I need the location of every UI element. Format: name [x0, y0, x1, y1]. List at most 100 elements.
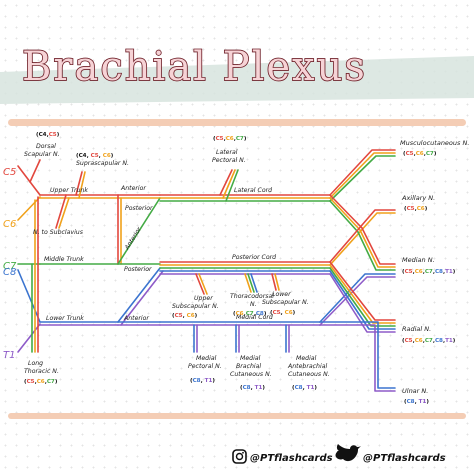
- median-spinal-4: T1: [445, 269, 453, 275]
- lateral-pectoral-name-1: Pectoral N.: [212, 156, 246, 164]
- suprascapular-label: (C4, C5, C6) Suprascapular N.: [76, 153, 129, 167]
- branch-labels: (C4,C5) Dorsal Scapular N. (C4, C5, C6) …: [24, 132, 330, 391]
- posterior-cord-label: Posterior Cord: [232, 253, 276, 261]
- lower-trunk-label: Lower Trunk: [46, 315, 84, 322]
- musculocutaneous-spinal-0: C5: [406, 151, 414, 157]
- medial-antebrachial-cutaneous-label: Medial Antebrachial Cutaneous N. (C8, T1…: [287, 355, 330, 391]
- ulnar-spinal-1: T1: [419, 399, 427, 405]
- root-label-c7: C7: [3, 261, 17, 272]
- lower-posterior-division: [117, 267, 164, 326]
- bottom-divider: [8, 413, 466, 419]
- upper-subscapular-spinal-0: C5: [175, 313, 183, 319]
- radial-spinal-2: C7: [425, 338, 433, 344]
- lower-subscapular-spinal-0: C5: [273, 310, 281, 316]
- medial-brachial-cutaneous-name-2: Cutaneous N.: [230, 370, 272, 378]
- lower-subscapular-branch: [271, 273, 280, 291]
- subclavius-branch: [55, 194, 70, 229]
- svg-text:(C5, C6): (C5, C6): [270, 310, 296, 316]
- long-thoracic-name-0: Long: [28, 360, 43, 367]
- musculocutaneous-spinal-2: C7: [426, 151, 434, 157]
- instagram-handle[interactable]: @PTflashcards: [250, 453, 333, 464]
- median-spinal-0: C5: [405, 269, 413, 275]
- medial-pectoral-name-0: Medial: [196, 355, 217, 362]
- radial-spinal-1: C6: [415, 338, 423, 344]
- long-thoracic-spinal-2: C7: [47, 379, 55, 385]
- suprascapular-branch: [75, 171, 86, 199]
- medial-cord-line: [159, 321, 321, 326]
- long-thoracic-label: Long Thoracic N. (C5,C6,C7): [24, 360, 59, 385]
- upper-posterior-division: [117, 194, 122, 265]
- root-label-t1: T1: [3, 350, 15, 361]
- musculocutaneous-spinal-1: C6: [416, 151, 424, 157]
- svg-text:(C4, C5, C6): (C4, C5, C6): [76, 153, 114, 159]
- medial-antebrachial-cutaneous-spinal-0: C8: [295, 385, 303, 391]
- root-c6-line: [17, 196, 41, 221]
- long-thoracic-spinal-1: C6: [37, 379, 45, 385]
- lateral-pectoral-label: (C5,C6,C7) Lateral Pectoral N.: [212, 136, 247, 164]
- medial-brachial-cutaneous-label: Medial Brachial Cutaneous N. (C8, T1): [230, 355, 272, 391]
- medial-brachial-cutaneous-spinal-1: T1: [255, 385, 263, 391]
- twitter-handle[interactable]: @PTflashcards: [363, 453, 446, 464]
- radial-spinal-0: C5: [405, 338, 413, 344]
- medial-pectoral-label: Medial Pectoral N. (C8, T1): [188, 355, 222, 384]
- svg-text:(C8, T1): (C8, T1): [292, 385, 317, 391]
- svg-text:(C4,C5): (C4,C5): [36, 132, 60, 138]
- thoracodorsal-label: Thoracodorsal N. (C6,C7,C8): [230, 293, 274, 317]
- posterior-middle-label: Posterior: [124, 265, 152, 273]
- medial-antebrachial-cutaneous-name-2: Cutaneous N.: [288, 370, 330, 378]
- dorsal-scapular-branch: [29, 159, 41, 183]
- lateral-pectoral-branch: [219, 169, 239, 202]
- medial-pectoral-spinal-1: T1: [205, 378, 213, 384]
- median-nerve-line: [319, 227, 396, 326]
- thoracodorsal-branch: [244, 273, 258, 293]
- dorsal-scapular-label: (C4,C5) Dorsal Scapular N.: [24, 132, 60, 158]
- twitter-bird-icon[interactable]: [335, 444, 361, 462]
- instagram-icon[interactable]: [232, 449, 247, 464]
- root-label-c5: C5: [3, 167, 16, 178]
- upper-subscapular-name-0: Upper: [194, 295, 213, 302]
- median-spinal-1: C6: [415, 269, 423, 275]
- footer: @PTflashcards @PTflashcards: [232, 444, 446, 464]
- segment-labels: Upper Trunk Middle Trunk Lower Trunk Ant…: [44, 184, 276, 322]
- ulnar-nerve-line: [319, 321, 396, 392]
- medial-antebrachial-cutaneous-name-1: Antebrachial: [287, 362, 327, 370]
- anterior-middle-label: Anterior: [122, 225, 143, 252]
- top-divider: [8, 119, 466, 126]
- lower-anterior-division: [117, 321, 161, 326]
- svg-text:(C5,C6,C7): (C5,C6,C7): [403, 151, 437, 157]
- suprascapular-spinal-1: C5: [91, 153, 99, 159]
- upper-subscapular-label: Upper Subscapular N. (C5, C6): [172, 295, 219, 319]
- svg-text:(C8, T1): (C8, T1): [190, 378, 215, 384]
- upper-subscapular-name-1: Subscapular N.: [172, 303, 219, 310]
- svg-text:(C5,C6,C7,C8,T1): (C5,C6,C7,C8,T1): [402, 269, 456, 275]
- upper-trunk-label: Upper Trunk: [50, 187, 88, 194]
- lower-subscapular-name-1: Subscapular N.: [262, 299, 309, 306]
- root-c5-line: [17, 165, 41, 196]
- medial-cord-label: Medial Cord: [236, 314, 273, 321]
- ulnar-label: Ulnar N. (C8, T1): [402, 387, 429, 405]
- title-banner-band: [0, 56, 474, 104]
- median-label: Median N. (C5,C6,C7,C8,T1): [402, 256, 456, 275]
- radial-name: Radial N.: [402, 325, 431, 333]
- lateral-pectoral-name-0: Lateral: [216, 148, 238, 156]
- lateral-pectoral-spinal-1: C6: [226, 136, 234, 142]
- musculocutaneous-nerve-line: [329, 149, 396, 202]
- svg-text:(C5,C6,C7): (C5,C6,C7): [24, 379, 58, 385]
- axillary-name: Axillary N.: [401, 194, 435, 202]
- subclavius-name-0: N. to Subclavius: [33, 228, 84, 236]
- median-name: Median N.: [402, 256, 435, 264]
- svg-text:(C5, C6): (C5, C6): [172, 313, 198, 319]
- nerve-network: [17, 149, 396, 392]
- suprascapular-name-0: Suprascapular N.: [76, 160, 129, 167]
- thoracodorsal-name-0: Thoracodorsal: [230, 293, 274, 300]
- middle-anterior-division: [117, 197, 161, 265]
- lower-subscapular-spinal-1: C6: [285, 310, 293, 316]
- medial-brachial-cutaneous-spinal-0: C8: [243, 385, 251, 391]
- anterior-upper-label: Anterior: [120, 184, 146, 192]
- posterior-upper-label: Posterior: [125, 204, 153, 212]
- radial-nerve-line: [329, 261, 396, 333]
- medial-brachial-cutaneous-branch: [235, 324, 240, 353]
- axillary-spinal-0: C5: [407, 206, 415, 212]
- medial-brachial-cutaneous-name-0: Medial: [240, 355, 261, 362]
- lateral-pectoral-spinal-0: C5: [216, 136, 224, 142]
